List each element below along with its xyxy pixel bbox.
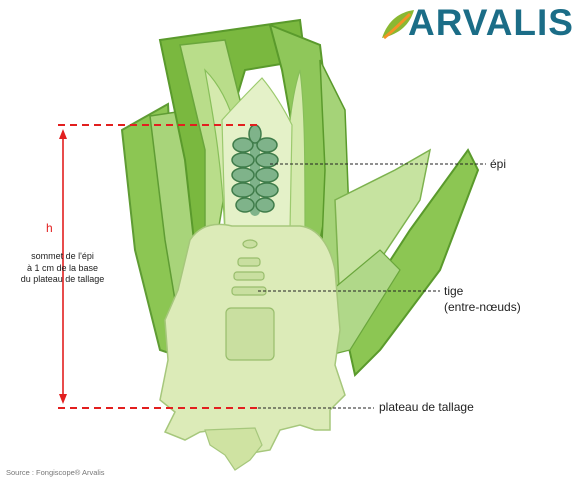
- height-symbol: h: [46, 221, 53, 235]
- label-plateau: plateau de tallage: [379, 400, 474, 415]
- height-desc-line-3: du plateau de tallage: [0, 274, 125, 286]
- label-tige-detail: (entre-nœuds): [444, 300, 521, 315]
- height-desc-line-1: sommet de l'épi: [0, 251, 125, 263]
- label-tige: tige: [444, 284, 463, 299]
- height-arrow-down: [59, 394, 67, 404]
- spike: [232, 125, 278, 216]
- arvalis-logo: ARVALIS: [378, 4, 578, 44]
- label-epi: épi: [490, 157, 506, 172]
- height-description: sommet de l'épi à 1 cm de la base du pla…: [0, 251, 125, 286]
- crown-root-stub: [205, 428, 262, 470]
- height-arrow-up: [59, 129, 67, 139]
- logo-text: ARVALIS: [408, 2, 574, 44]
- source-credit: Source : Fongiscope® Arvalis: [6, 468, 105, 477]
- height-desc-line-2: à 1 cm de la base: [0, 263, 125, 275]
